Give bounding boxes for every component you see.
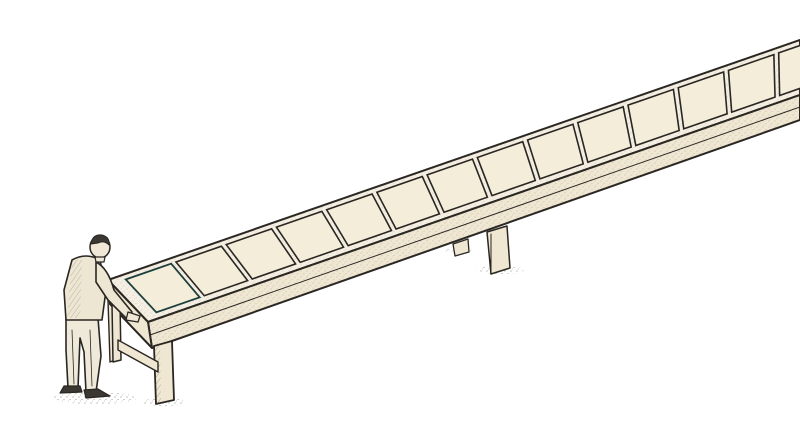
- panel: [224, 227, 297, 280]
- panel: [275, 210, 345, 264]
- panel: [174, 245, 249, 297]
- panel: [375, 175, 441, 230]
- panel: [426, 158, 489, 214]
- edge-stipple: [148, 95, 800, 348]
- panel: [476, 140, 537, 197]
- panel: [677, 70, 728, 130]
- man-figure: [59, 234, 141, 399]
- panel-row: [124, 44, 800, 314]
- panel: [627, 88, 681, 147]
- panel: [777, 44, 800, 97]
- panel: [526, 123, 585, 180]
- panel: [727, 53, 776, 114]
- panel: [325, 192, 393, 247]
- panel-active: [124, 262, 202, 314]
- table-legs-front: [111, 301, 175, 405]
- panel: [576, 105, 633, 164]
